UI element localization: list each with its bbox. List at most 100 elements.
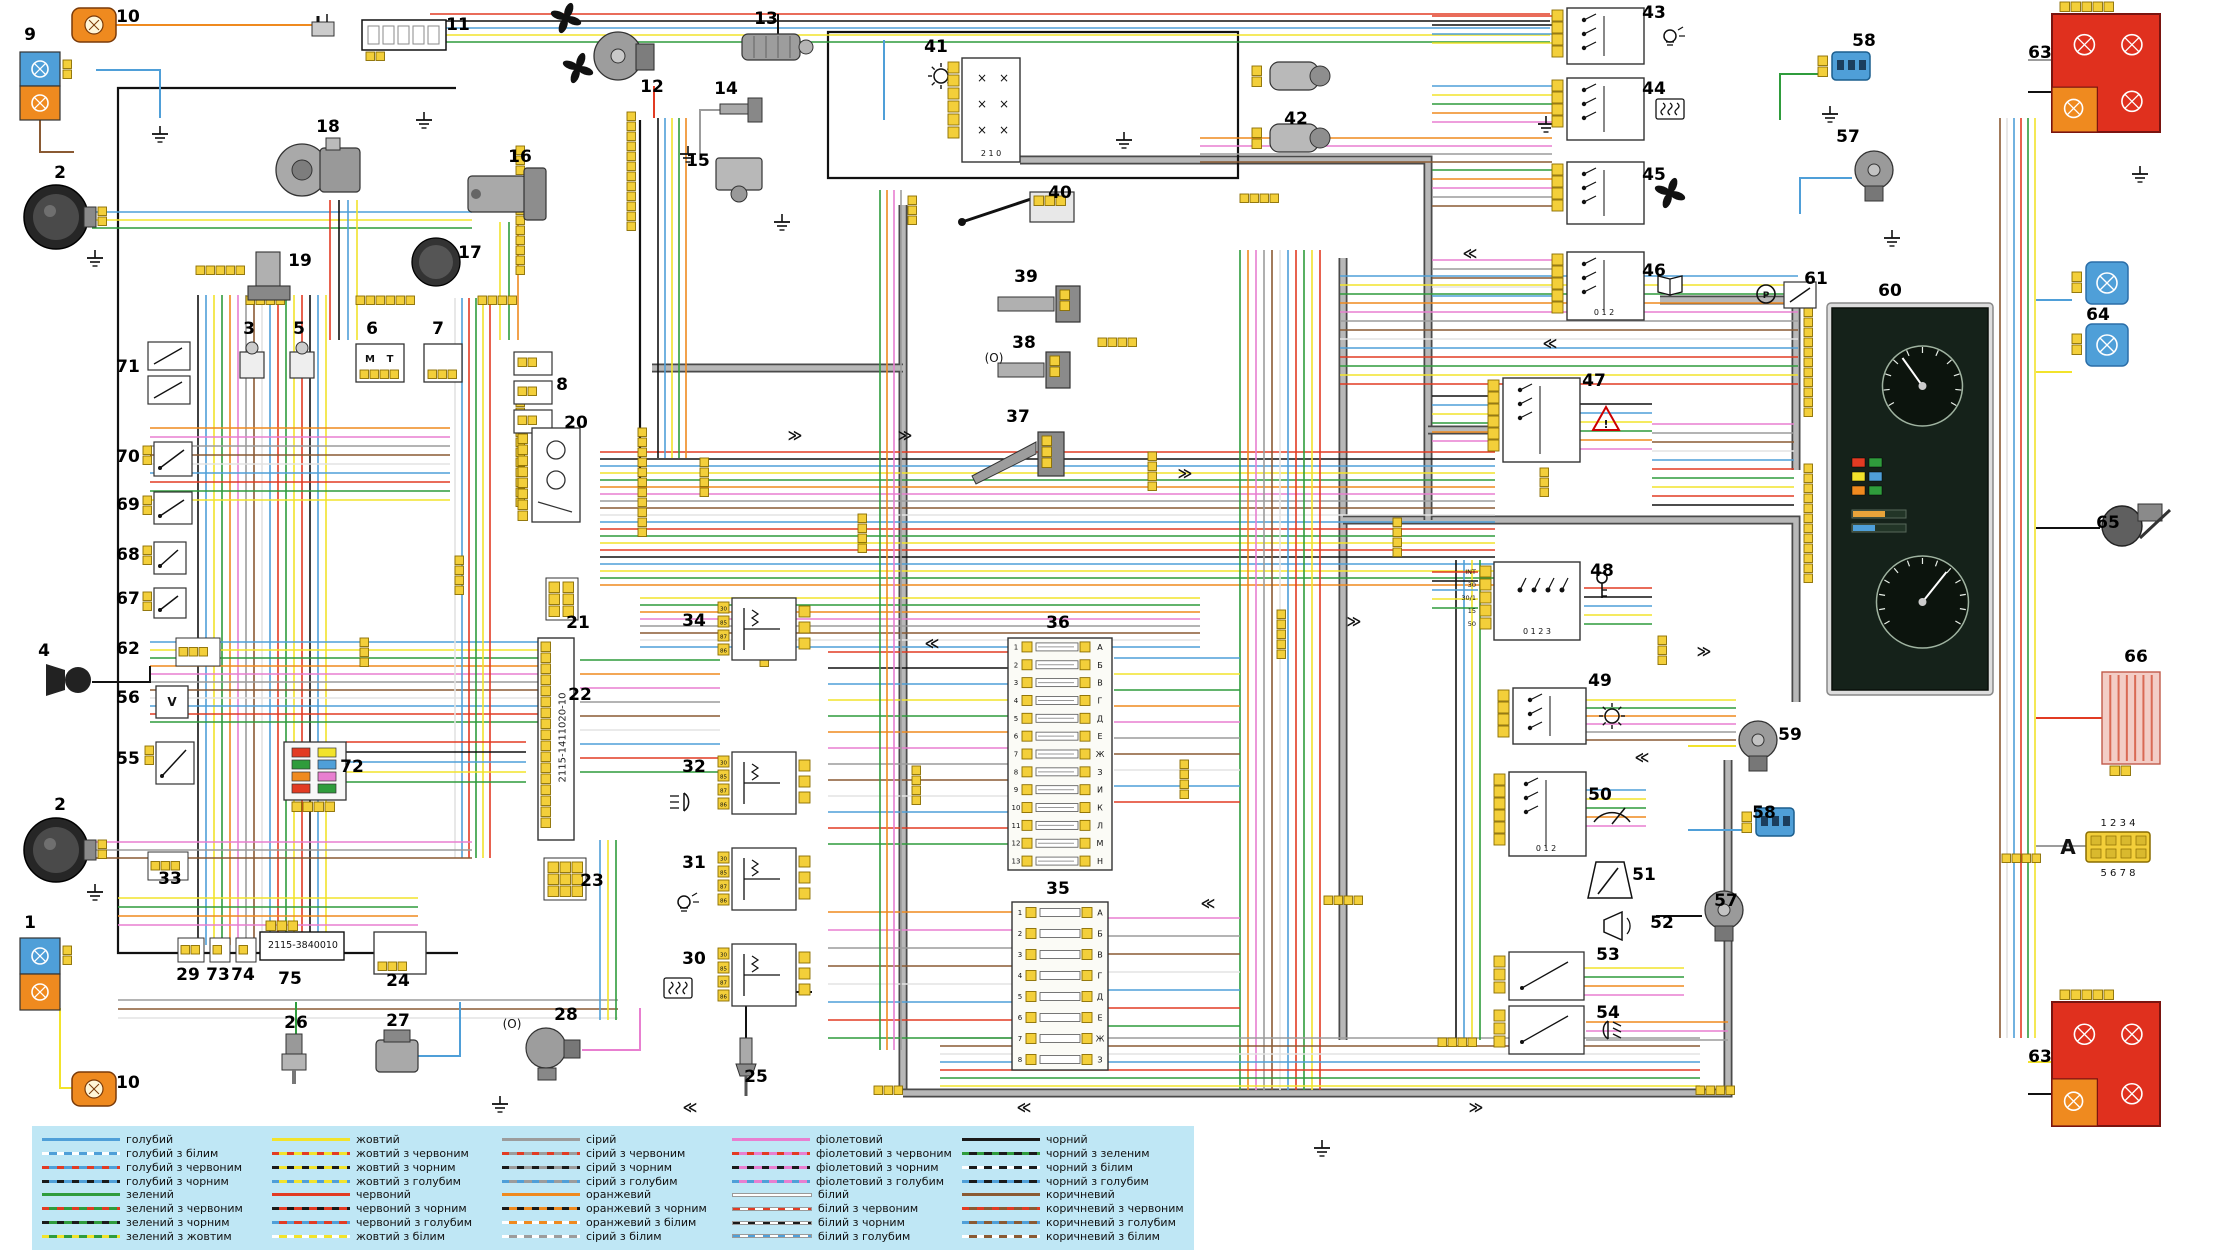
component-64	[2071, 261, 2129, 367]
wire-color-label: зелений	[126, 1188, 174, 1202]
svg-text:54: 54	[1596, 1003, 1620, 1023]
wire-color-sample	[962, 1165, 1040, 1169]
component-60	[1826, 302, 1994, 696]
legend-entry: червоний	[272, 1188, 494, 1201]
svg-text:46: 46	[1642, 261, 1666, 281]
wire-color-label: коричневий	[1046, 1188, 1115, 1202]
svg-text:24: 24	[386, 971, 410, 991]
component-8	[513, 351, 553, 434]
component-23	[543, 857, 587, 901]
component-58	[1741, 807, 1795, 837]
wire-color-label: сірий з червоним	[586, 1146, 686, 1160]
connector-arrows: ≫≫≪≫≪≫≪≪≫≪≫≪≫≪	[683, 246, 1712, 1116]
svg-text:×: ×	[977, 97, 987, 111]
component-47: !	[1487, 377, 1621, 463]
wire-color-sample	[732, 1206, 812, 1211]
svg-text:10: 10	[116, 1073, 140, 1093]
component-39	[997, 285, 1081, 323]
component-38	[997, 351, 1071, 389]
wire-color-sample	[502, 1234, 580, 1238]
svg-text:Б: Б	[1097, 661, 1103, 670]
svg-text:≫: ≫	[1178, 466, 1193, 482]
wire-color-sample	[732, 1179, 810, 1183]
svg-text:57: 57	[1836, 127, 1860, 147]
component-43	[1551, 7, 1685, 65]
wire-color-label: голубий	[126, 1133, 174, 1146]
svg-text:А: А	[1097, 643, 1103, 652]
wire-color-label: сірий	[586, 1133, 617, 1146]
svg-text:13: 13	[754, 9, 778, 29]
legend-entry: фіолетовий з чорним	[732, 1161, 954, 1174]
wire-color-label: фіолетовий	[816, 1133, 883, 1146]
wire-color-label: білий	[818, 1188, 850, 1202]
legend-entry: сірий з червоним	[502, 1147, 724, 1160]
svg-text:29: 29	[176, 965, 200, 985]
legend-entry: голубий з білим	[42, 1147, 264, 1160]
legend-entry: оранжевий	[502, 1188, 724, 1201]
component-bat	[311, 14, 335, 37]
svg-text:15: 15	[1468, 607, 1476, 615]
component-67	[142, 587, 187, 619]
legend-entry: оранжевий з чорним	[502, 1202, 724, 1215]
svg-text:28: 28	[554, 1005, 578, 1025]
component-1	[19, 937, 72, 1011]
svg-text:49: 49	[1588, 671, 1612, 691]
wire-color-label: чорний з білим	[1046, 1160, 1133, 1174]
legend-entry: голубий з червоним	[42, 1161, 264, 1174]
wire-color-sample	[962, 1151, 1040, 1155]
wire-color-label: білий з чорним	[818, 1216, 905, 1230]
svg-text:4: 4	[1014, 697, 1019, 705]
svg-text:63: 63	[2028, 43, 2052, 63]
legend-entry: коричневий з голубим	[962, 1216, 1184, 1229]
svg-text:39: 39	[1014, 267, 1038, 287]
component-71	[147, 341, 191, 405]
svg-text:62: 62	[116, 639, 140, 659]
wire-color-sample	[732, 1151, 810, 1155]
svg-text:0 1 2: 0 1 2	[1594, 308, 1614, 317]
svg-text:5: 5	[1018, 993, 1022, 1001]
legend-entry: фіолетовий з голубим	[732, 1175, 954, 1188]
legend-entry: чорний з зеленим	[962, 1147, 1184, 1160]
svg-text:86: 86	[720, 899, 727, 905]
component-61: Р	[1756, 281, 1817, 309]
svg-text:2 1 0: 2 1 0	[981, 149, 1001, 158]
component-73	[209, 937, 231, 963]
component-74	[235, 937, 257, 963]
svg-text:×: ×	[999, 97, 1009, 111]
wire-color-label: фіолетовий з голубим	[816, 1174, 945, 1188]
svg-text:Д: Д	[1097, 993, 1103, 1002]
wire-color-sample	[502, 1151, 580, 1155]
component-27	[375, 1029, 419, 1073]
svg-text:≪: ≪	[1017, 1100, 1032, 1116]
svg-text:63: 63	[2028, 1047, 2052, 1067]
legend-entry: коричневий з червоним	[962, 1202, 1184, 1215]
svg-text:Ж: Ж	[1096, 1035, 1105, 1044]
legend-entry: чорний	[962, 1133, 1184, 1146]
component-19	[247, 251, 291, 301]
svg-text:А: А	[2060, 835, 2076, 859]
component-9	[19, 51, 72, 121]
svg-text:1: 1	[1014, 643, 1018, 651]
wire-color-sample	[502, 1221, 580, 1225]
wire-color-sample	[272, 1193, 350, 1197]
svg-text:Л: Л	[1097, 821, 1103, 830]
svg-text:V: V	[167, 695, 177, 709]
legend-entry: фіолетовий з червоним	[732, 1147, 954, 1160]
svg-text:INT: INT	[1465, 568, 1476, 576]
svg-text:(О): (О)	[503, 1017, 522, 1031]
legend-entry: жовтий з чорним	[272, 1161, 494, 1174]
svg-text:×: ×	[977, 123, 987, 137]
component-25	[735, 1037, 757, 1096]
component-10	[71, 7, 117, 43]
svg-text:!: !	[1603, 418, 1608, 431]
svg-text:51: 51	[1632, 865, 1656, 885]
svg-text:М: М	[1097, 839, 1104, 848]
wire-color-sample	[732, 1165, 810, 1169]
component-13	[741, 33, 814, 61]
legend-entry: білий з чорним	[732, 1216, 954, 1229]
wire-color-label: червоний	[356, 1188, 411, 1202]
svg-text:87: 87	[720, 789, 727, 795]
